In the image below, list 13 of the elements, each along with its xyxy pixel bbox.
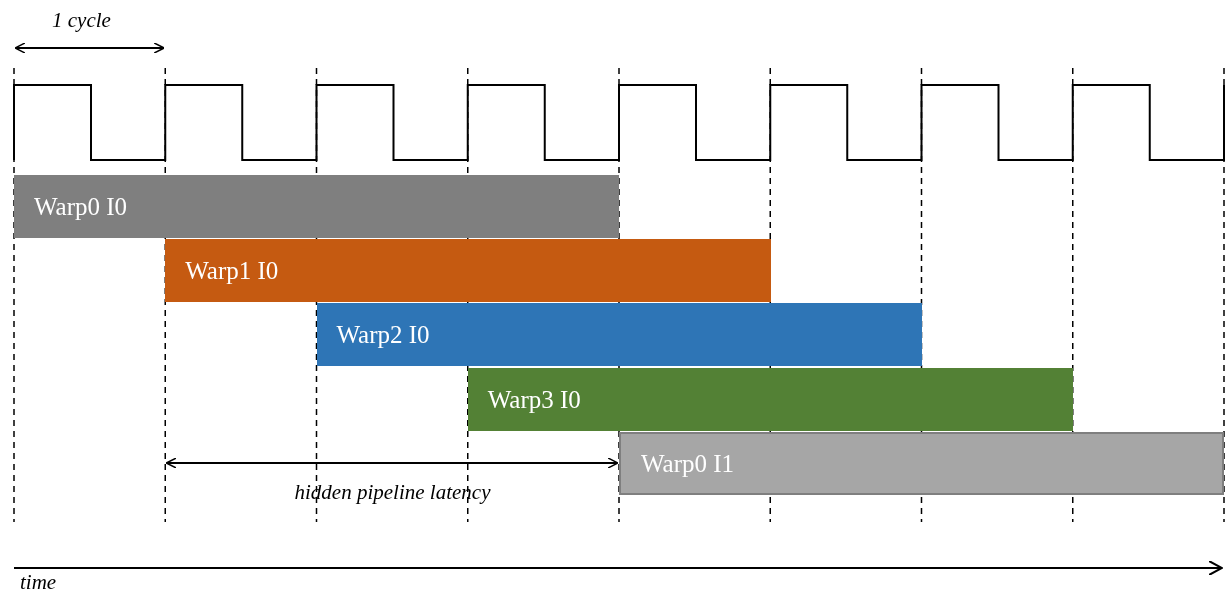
latency-label: hidden pipeline latency	[293, 479, 492, 506]
warp-instruction-bar	[165, 239, 772, 302]
bar-label: Warp0 I1	[641, 448, 735, 479]
cycle-label: 1 cycle	[52, 7, 111, 34]
bar-label: Warp3 I0	[487, 384, 581, 415]
warp-instruction-bar	[14, 175, 619, 238]
warp-instruction-bar	[316, 303, 922, 366]
warp-instruction-bar	[619, 432, 1224, 495]
bar-label: Warp0 I0	[34, 191, 128, 222]
axis-label: time	[20, 569, 57, 591]
warp-instruction-bar	[467, 368, 1073, 431]
bar-label: Warp1 I0	[185, 255, 279, 286]
bar-label: Warp2 I0	[336, 319, 430, 350]
